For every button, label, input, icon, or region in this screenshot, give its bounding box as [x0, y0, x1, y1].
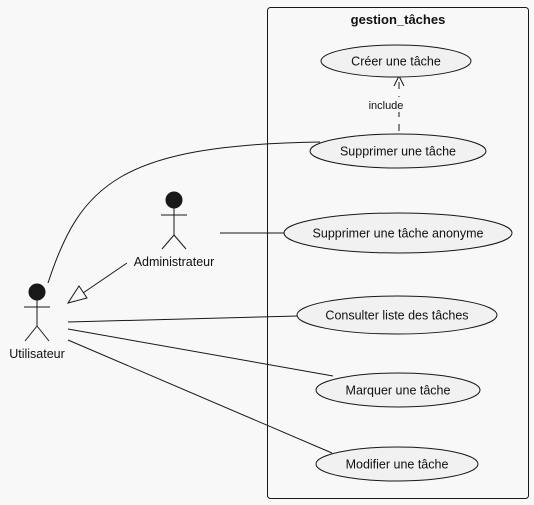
generalization-line — [82, 262, 128, 294]
usecase-modifier[interactable]: Modifier une tâche — [315, 446, 479, 482]
stick-figure-icon — [161, 191, 187, 250]
assoc-utilisateur-marquer — [67, 328, 334, 377]
usecase-consulter-label: Consulter liste des tâches — [325, 309, 468, 323]
system-title: gestion_tâches — [351, 12, 446, 27]
usecase-creer-label: Créer une tâche — [351, 55, 441, 69]
actor-administrateur-label: Administrateur — [134, 255, 215, 269]
usecase-marquer[interactable]: Marquer une tâche — [315, 372, 481, 408]
usecase-supprimer-anonyme[interactable]: Supprimer une tâche anonyme — [283, 212, 513, 254]
usecase-creer[interactable]: Créer une tâche — [320, 44, 472, 78]
stick-figure-icon — [24, 283, 50, 342]
assoc-utilisateur-modifier — [67, 339, 333, 454]
actor-utilisateur-label: Utilisateur — [9, 347, 65, 361]
usecase-marquer-label: Marquer une tâche — [346, 384, 451, 398]
usecase-modifier-label: Modifier une tâche — [346, 458, 449, 472]
actor-administrateur[interactable]: Administrateur — [127, 191, 222, 270]
associations — [47, 141, 334, 454]
system-boundary: gestion_tâches — [267, 7, 529, 499]
assoc-utilisateur-supprimer — [47, 141, 321, 284]
usecase-supprimer-label: Supprimer une tâche — [340, 145, 456, 159]
generalization-arrowhead — [66, 285, 88, 304]
usecase-supprimer-anonyme-label: Supprimer une tâche anonyme — [313, 227, 484, 241]
include-relation: include — [364, 74, 408, 131]
include-label: include — [369, 100, 404, 112]
usecase-consulter[interactable]: Consulter liste des tâches — [296, 295, 498, 335]
actor-utilisateur[interactable]: Utilisateur — [9, 283, 65, 361]
assoc-utilisateur-consulter — [67, 315, 299, 323]
usecase-supprimer[interactable]: Supprimer une tâche — [309, 133, 487, 169]
